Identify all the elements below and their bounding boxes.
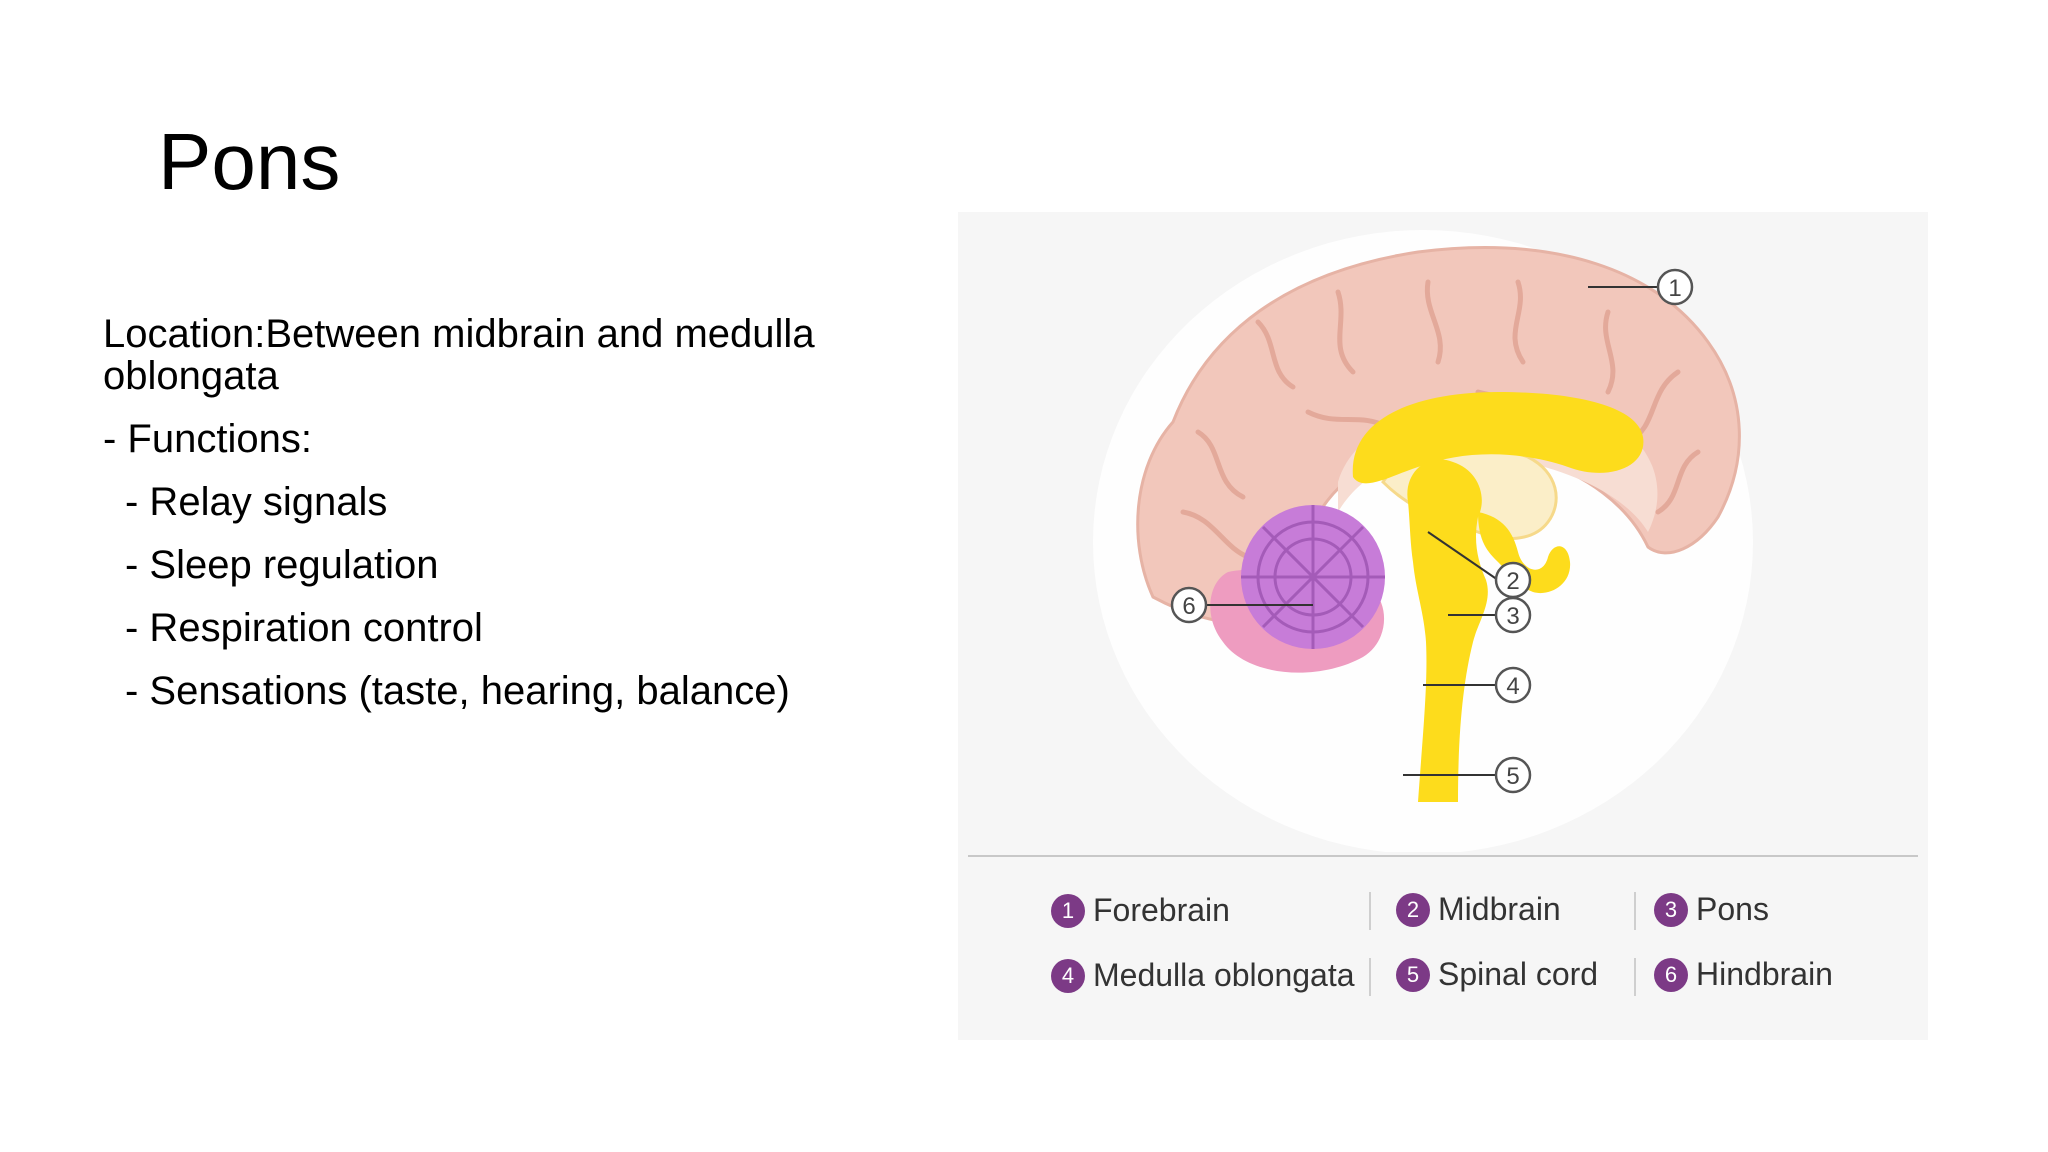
callout-2: 2	[1494, 561, 1532, 599]
legend-separator	[1634, 892, 1636, 930]
legend-label: Medulla oblongata	[1093, 957, 1355, 993]
legend-item-forebrain: 1 Forebrain	[1051, 892, 1230, 929]
legend-separator	[1369, 892, 1371, 930]
legend-badge: 2	[1396, 892, 1430, 927]
function-item: - Sensations (taste, hearing, balance)	[125, 669, 790, 713]
callout-label: 1	[1668, 275, 1681, 302]
legend-item-pons: 3 Pons	[1654, 891, 1769, 928]
legend-badge: 3	[1654, 892, 1688, 927]
function-item: - Respiration control	[125, 606, 483, 650]
callout-label: 3	[1506, 603, 1519, 630]
brain-illustration: 1 2 3 4 5 6	[1093, 230, 1753, 852]
legend-badge: 1	[1051, 893, 1085, 928]
callout-5: 5	[1494, 756, 1532, 794]
legend-label: Midbrain	[1438, 891, 1561, 927]
callout-4: 4	[1494, 666, 1532, 704]
callout-label: 5	[1506, 763, 1519, 790]
legend-label: Hindbrain	[1696, 956, 1833, 992]
function-item: - Relay signals	[125, 480, 388, 524]
callout-6: 6	[1170, 586, 1208, 624]
legend-item-medulla-oblongata: 4 Medulla oblongata	[1051, 957, 1355, 994]
pituitary-shape	[1478, 512, 1571, 594]
legend-badge: 5	[1396, 957, 1430, 992]
callout-label: 2	[1506, 568, 1519, 595]
slide-title: Pons	[158, 117, 341, 206]
functions-heading: - Functions:	[103, 417, 312, 461]
callout-label: 6	[1182, 593, 1195, 620]
cerebellum-folia	[1241, 505, 1385, 649]
legend-item-hindbrain: 6 Hindbrain	[1654, 956, 1833, 993]
corpus-callosum-shape	[1352, 392, 1644, 484]
legend-badge: 6	[1654, 957, 1688, 992]
brain-diagram: 1 2 3 4 5 6 1 Forebrain 2	[958, 212, 1928, 1040]
legend-label: Pons	[1696, 891, 1769, 927]
legend-label: Forebrain	[1093, 892, 1230, 928]
callout-1: 1	[1656, 268, 1694, 306]
legend-item-spinal-cord: 5 Spinal cord	[1396, 956, 1598, 993]
legend-separator	[1369, 958, 1371, 996]
function-item: - Sleep regulation	[125, 543, 439, 587]
legend-label: Spinal cord	[1438, 956, 1599, 992]
brainstem-shape	[1407, 459, 1488, 802]
slide-body: Location:Between midbrain and medulla ob…	[103, 313, 863, 733]
location-text: Location:Between midbrain and medulla ob…	[103, 312, 815, 398]
legend-divider	[968, 855, 1918, 857]
leader-lines	[1206, 286, 1658, 776]
legend-badge: 4	[1051, 958, 1085, 993]
legend-separator	[1634, 958, 1636, 996]
legend-item-midbrain: 2 Midbrain	[1396, 891, 1561, 928]
callout-3: 3	[1494, 596, 1532, 634]
callout-label: 4	[1506, 673, 1519, 700]
diagram-legend: 1 Forebrain 2 Midbrain 3 Pons 4 Medulla …	[968, 855, 1918, 1040]
